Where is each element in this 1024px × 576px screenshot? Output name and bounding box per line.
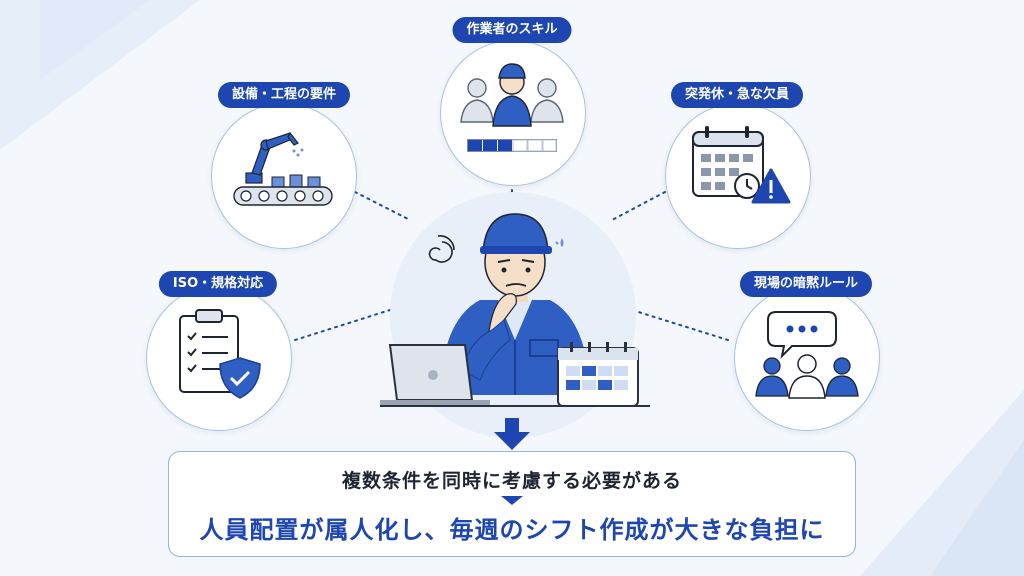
calendar-alert-icon	[692, 126, 791, 204]
conclusion-box: 複数条件を同時に考慮する必要がある 人員配置が属人化し、毎週のシフト作成が大きな…	[168, 451, 856, 557]
clipboard-shield-icon	[179, 309, 261, 399]
rules-label: 現場の暗黙ルール	[739, 271, 873, 297]
workers-icon	[460, 63, 564, 127]
speech-bubble-group-icon	[755, 311, 859, 399]
skill-level-bar	[467, 139, 557, 152]
equipment-label: 設備・工程の要件	[217, 82, 351, 108]
iso-label: ISO・規格対応	[158, 271, 278, 297]
skill-label: 作業者のスキル	[452, 17, 572, 43]
conclusion-line2: 人員配置が属人化し、毎週のシフト作成が大きな負担に	[199, 516, 825, 544]
conclusion-arrow-icon	[501, 496, 523, 505]
down-arrow-icon	[494, 418, 530, 450]
equipment-circle	[211, 103, 357, 249]
absence-label: 突発休・急な欠員	[670, 82, 804, 108]
worried-worker-icon	[380, 213, 650, 407]
robot-arm-conveyor-icon	[233, 131, 333, 206]
conclusion-line1: 複数条件を同時に考慮する必要がある	[341, 470, 682, 492]
